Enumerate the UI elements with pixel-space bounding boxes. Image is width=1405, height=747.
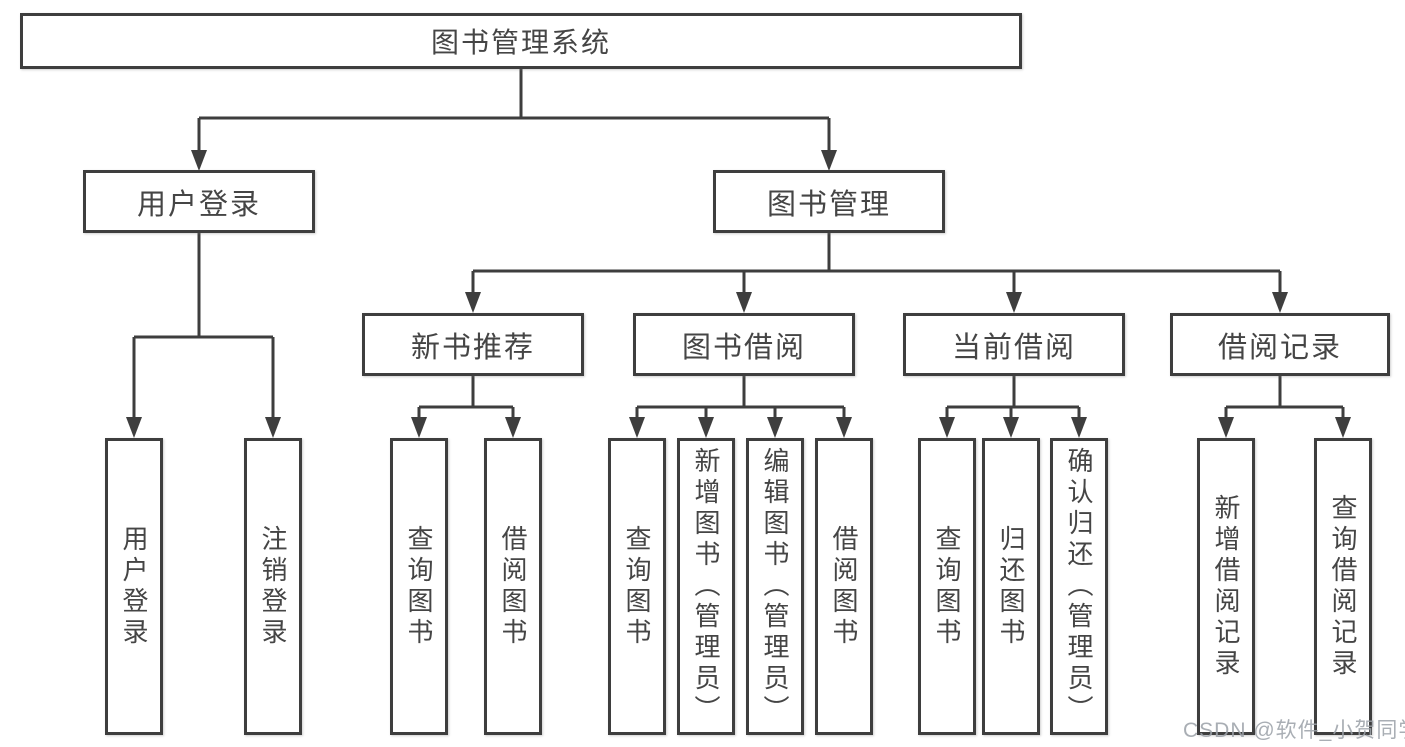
node-label: 图书管理系统 xyxy=(430,27,611,58)
node-label: 借阅图书 xyxy=(498,524,528,649)
leaf-edit-books-admin: 编辑图书（管理员） xyxy=(746,438,804,735)
node-label: 图书借阅 xyxy=(681,331,806,364)
node-user-login: 用户登录 xyxy=(83,170,315,233)
node-label: 当前借阅 xyxy=(951,331,1076,364)
node-label: 新书推荐 xyxy=(410,331,535,364)
node-label: 查询借阅记录 xyxy=(1328,493,1358,680)
leaf-query-books-current: 查询图书 xyxy=(918,438,976,735)
node-book-management: 图书管理 xyxy=(713,170,945,233)
arrowheads xyxy=(126,150,1351,438)
node-label: 查询图书 xyxy=(932,524,962,649)
node-book-borrow: 图书借阅 xyxy=(633,313,855,376)
node-label: 图书管理 xyxy=(766,188,891,221)
node-label: 查询图书 xyxy=(622,524,652,649)
node-label: 用户登录 xyxy=(136,188,261,221)
leaf-logout: 注销登录 xyxy=(244,438,302,735)
leaf-add-books-admin: 新增图书（管理员） xyxy=(677,438,735,735)
leaf-add-borrow-record: 新增借阅记录 xyxy=(1197,438,1255,735)
node-label: 注销登录 xyxy=(258,524,288,649)
leaf-query-books-recommend: 查询图书 xyxy=(390,438,448,735)
node-current-borrow: 当前借阅 xyxy=(903,313,1125,376)
node-borrow-records: 借阅记录 xyxy=(1170,313,1390,376)
node-label: 确认归还（管理员） xyxy=(1064,447,1094,726)
leaf-query-borrow-record: 查询借阅记录 xyxy=(1314,438,1372,735)
leaf-confirm-return-admin: 确认归还（管理员） xyxy=(1050,438,1108,735)
leaf-borrow-books-recommend: 借阅图书 xyxy=(484,438,542,735)
leaf-return-books: 归还图书 xyxy=(982,438,1040,735)
connector-strokes xyxy=(132,68,1345,420)
leaf-user-login: 用户登录 xyxy=(105,438,163,735)
node-label: 借阅图书 xyxy=(829,524,859,649)
node-label: 编辑图书（管理员） xyxy=(760,447,790,726)
csdn-watermark: CSDN @软件_小贺同学 xyxy=(1183,719,1405,742)
node-label: 归还图书 xyxy=(996,524,1026,649)
node-label: 用户登录 xyxy=(119,524,149,649)
node-label: 借阅记录 xyxy=(1217,331,1342,364)
node-root-library-system: 图书管理系统 xyxy=(20,13,1022,69)
node-label: 查询图书 xyxy=(404,524,434,649)
leaf-borrow-books: 借阅图书 xyxy=(815,438,873,735)
node-label: 新增借阅记录 xyxy=(1211,493,1241,680)
node-new-book-recommend: 新书推荐 xyxy=(362,313,584,376)
node-label: 新增图书（管理员） xyxy=(691,447,721,726)
leaf-query-books-borrow: 查询图书 xyxy=(608,438,666,735)
